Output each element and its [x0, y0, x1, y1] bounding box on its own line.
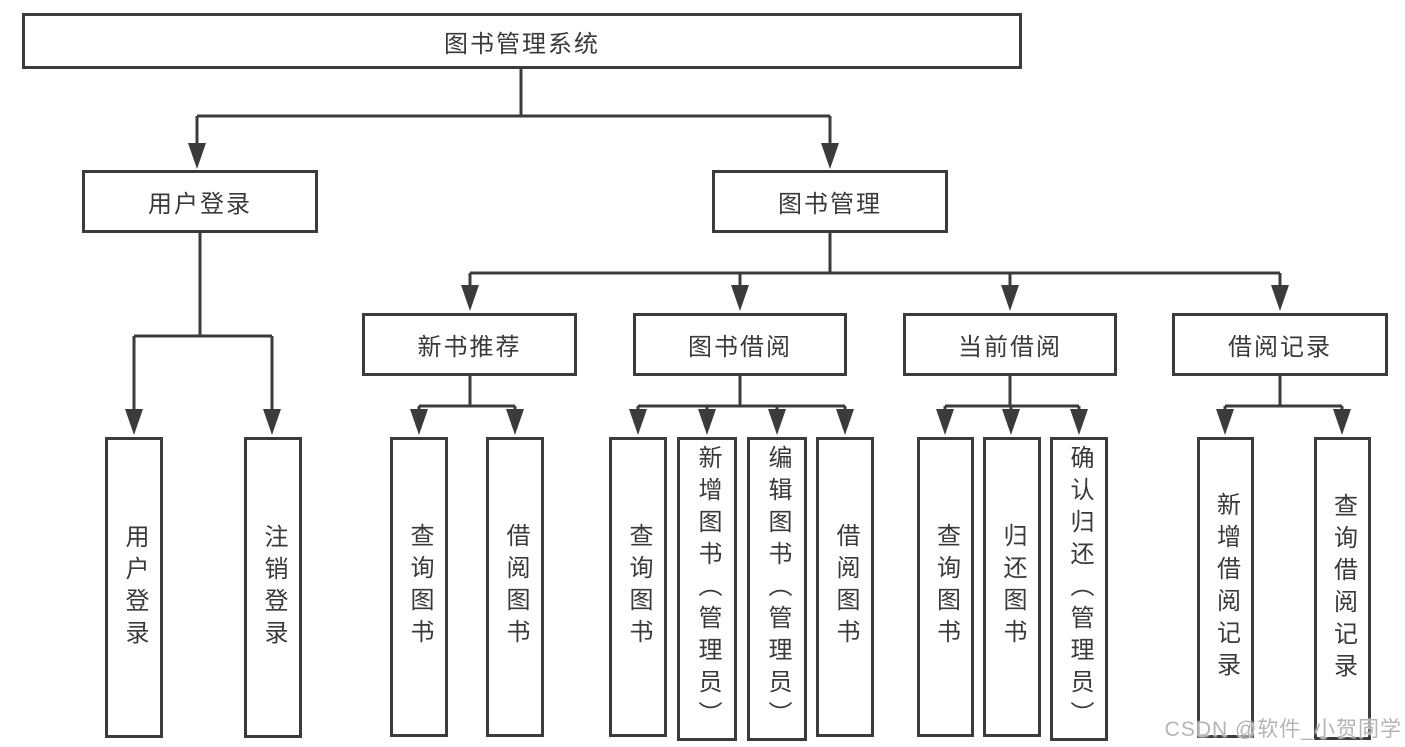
node-borrow-books-recommend: 借阅图书	[486, 437, 544, 737]
node-return-books: 归还图书	[983, 437, 1041, 737]
node-book-borrowing-label: 图书借阅	[688, 334, 792, 361]
node-query-books-recommend: 查询图书	[390, 437, 448, 737]
node-root: 图书管理系统	[22, 13, 1022, 69]
node-add-borrow-record-label: 新增借阅记录	[1212, 491, 1240, 684]
node-add-borrow-record: 新增借阅记录	[1197, 437, 1254, 738]
node-query-borrow-record: 查询借阅记录	[1314, 437, 1371, 740]
node-add-books-admin: 新增图书（管理员）	[677, 437, 737, 741]
node-edit-books-admin-label: 编辑图书（管理员）	[764, 445, 791, 733]
node-current-borrowing-label: 当前借阅	[958, 334, 1062, 361]
node-logout-label: 注销登录	[260, 523, 287, 652]
node-borrowing-records: 借阅记录	[1172, 313, 1388, 376]
csdn-watermark: CSDN @软件_小贺同学	[1164, 718, 1402, 741]
node-confirm-return-admin: 确认归还（管理员）	[1050, 437, 1108, 741]
node-borrowing-records-label: 借阅记录	[1228, 334, 1332, 361]
node-new-book-recommend: 新书推荐	[362, 313, 577, 376]
node-query-books-recommend-label: 查询图书	[406, 523, 433, 651]
node-book-management-label: 图书管理	[778, 191, 882, 218]
node-book-management: 图书管理	[712, 170, 948, 233]
node-query-books-current-label: 查询图书	[932, 523, 960, 651]
node-book-borrowing: 图书借阅	[633, 313, 847, 376]
node-user-login-label: 用户登录	[121, 523, 148, 652]
node-user-login-group: 用户登录	[82, 170, 318, 233]
node-root-label: 图书管理系统	[444, 30, 600, 58]
node-query-books-borrowing-label: 查询图书	[625, 523, 652, 651]
node-user-login-group-label: 用户登录	[148, 191, 252, 218]
node-current-borrowing: 当前借阅	[903, 313, 1117, 376]
node-query-books-borrowing: 查询图书	[609, 437, 667, 737]
node-borrow-books-recommend-label: 借阅图书	[502, 523, 529, 651]
node-confirm-return-admin-label: 确认归还（管理员）	[1066, 445, 1093, 733]
node-query-borrow-record-label: 查询借阅记录	[1329, 492, 1357, 685]
node-add-books-admin-label: 新增图书（管理员）	[694, 445, 721, 733]
node-logout: 注销登录	[244, 437, 302, 738]
node-new-book-recommend-label: 新书推荐	[417, 334, 522, 361]
node-return-books-label: 归还图书	[999, 523, 1026, 651]
node-user-login: 用户登录	[105, 437, 163, 738]
node-edit-books-admin: 编辑图书（管理员）	[747, 437, 807, 741]
node-borrow-books-borrowing: 借阅图书	[816, 437, 874, 737]
node-query-books-current: 查询图书	[917, 437, 974, 737]
node-borrow-books-borrowing-label: 借阅图书	[832, 523, 859, 651]
